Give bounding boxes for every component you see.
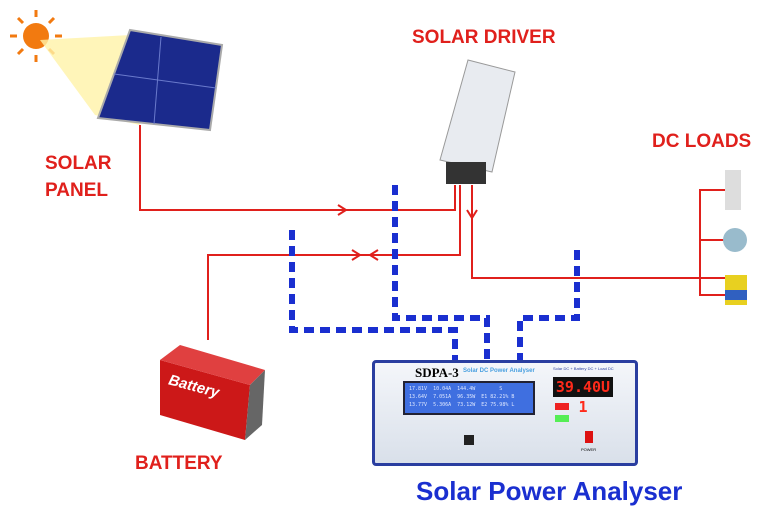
dc-loads-label: DC LOADS xyxy=(652,131,752,152)
solar-driver-label: SOLAR DRIVER xyxy=(412,27,556,48)
red-wires xyxy=(139,125,725,340)
solar-panel-icon xyxy=(96,28,224,132)
dc-load-icons xyxy=(723,170,747,305)
power-analyser-device: SDPA-3 Solar DC Power Analyser Solar DC … xyxy=(372,360,638,466)
device-model: SDPA-3 xyxy=(415,365,459,380)
red-button[interactable] xyxy=(555,403,569,410)
power-switch[interactable] xyxy=(585,431,593,443)
green-button[interactable] xyxy=(555,415,569,422)
usb-port xyxy=(464,435,474,445)
device-subtitle: Solar DC Power Analyser xyxy=(463,368,535,374)
power-label: POWER xyxy=(581,447,597,452)
blue-probes xyxy=(289,185,580,360)
segment-display: 39.40U 1 xyxy=(553,377,613,416)
battery-label: BATTERY xyxy=(135,453,223,474)
battery-icon xyxy=(160,345,265,440)
device-header: Solar DC + Battery DC + Load DC xyxy=(553,366,614,371)
caption: Solar Power Analyser xyxy=(416,476,683,506)
solar-driver-icon xyxy=(439,59,516,184)
